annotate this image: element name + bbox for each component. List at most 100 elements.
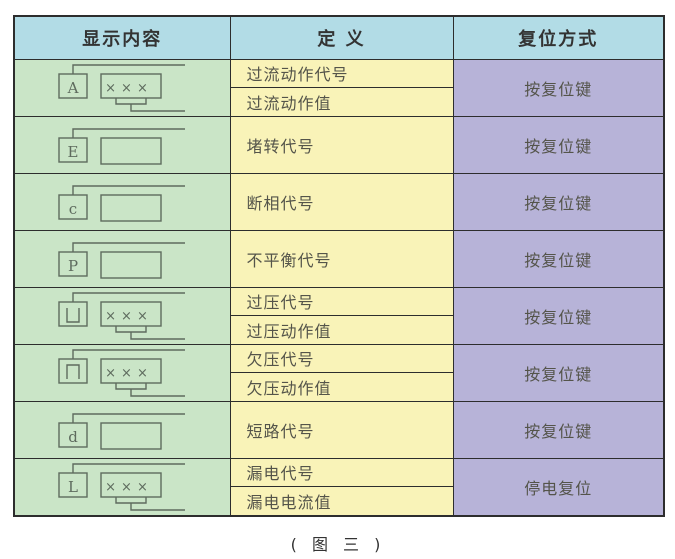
table-row: c 断相代号按复位键 [13, 172, 665, 231]
value-placeholder: ××× [105, 81, 153, 96]
value-box [100, 72, 162, 99]
reset-cell: 按复位键 [452, 115, 665, 174]
value-bracket [115, 97, 147, 105]
display-diagram: c [58, 184, 185, 222]
value-bracket [115, 325, 147, 333]
definition-cell: 欠压代号 [229, 343, 454, 373]
table-row: 欠压动作值 [14, 372, 664, 402]
code-box [58, 357, 88, 384]
callout-line [72, 127, 185, 138]
value-placeholder: ××× [105, 366, 153, 381]
reset-cell: 停电复位 [452, 457, 665, 516]
code-box [58, 421, 88, 448]
code-box [58, 193, 88, 220]
value-box [100, 300, 162, 327]
definition-cell: 过压动作值 [229, 315, 454, 345]
display-cell: ××× [13, 343, 231, 402]
display-cell: E [13, 115, 231, 174]
callout-line [72, 63, 185, 74]
value-callout-line [130, 502, 185, 511]
definition-cell: 堵转代号 [229, 115, 454, 174]
code-box [58, 72, 88, 99]
display-cell: L ××× [13, 457, 231, 516]
display-diagram: ××× [58, 291, 185, 340]
reset-cell: 按复位键 [452, 172, 665, 231]
value-box [100, 136, 162, 165]
value-box [100, 421, 162, 450]
square-cup-symbol [66, 307, 80, 323]
value-placeholder: ××× [105, 309, 153, 324]
table-row: 过压动作值 [14, 315, 664, 345]
value-box [100, 193, 162, 222]
code-symbol: L [68, 478, 78, 496]
definition-cell: 漏电代号 [229, 457, 454, 488]
code-symbol: P [68, 257, 78, 275]
definition-cell: 欠压动作值 [229, 372, 454, 402]
callout-line [72, 462, 185, 473]
code-box [58, 250, 88, 277]
definition-cell: 不平衡代号 [229, 229, 454, 288]
callout-line [72, 291, 185, 302]
definition-cell: 过流动作值 [229, 87, 454, 117]
table-row: d 短路代号按复位键 [13, 400, 665, 459]
table-row: 漏电电流值 [14, 486, 664, 516]
display-cell: c [13, 172, 231, 231]
display-cell: d [13, 400, 231, 459]
reset-cell: 按复位键 [452, 229, 665, 288]
square-cap-symbol [66, 363, 80, 379]
table-row: ××× 欠压代号按复位键 [13, 343, 665, 402]
table-row: A ××× 过流动作代号按复位键 [13, 58, 665, 117]
header-display-content: 显示内容 [13, 15, 231, 60]
code-symbol: d [68, 428, 78, 446]
value-box [100, 471, 162, 498]
callout-line [72, 184, 185, 195]
value-box [100, 250, 162, 279]
display-cell: A ××× [13, 58, 231, 117]
code-box [58, 471, 88, 498]
table-header: 显示内容 定 义 复位方式 [13, 15, 665, 60]
definition-cell: 过流动作代号 [229, 58, 454, 88]
definition-cell: 过压代号 [229, 286, 454, 316]
display-diagram: E [58, 127, 185, 165]
code-symbol: c [69, 200, 77, 218]
table-row: E 堵转代号按复位键 [13, 115, 665, 174]
reset-cell: 按复位键 [452, 343, 665, 402]
code-box [58, 136, 88, 163]
value-bracket [115, 382, 147, 390]
reset-cell: 按复位键 [452, 286, 665, 345]
display-diagram: d [58, 412, 185, 450]
definition-cell: 漏电电流值 [229, 486, 454, 516]
value-box [100, 357, 162, 384]
reset-cell: 按复位键 [452, 400, 665, 459]
callout-line [72, 241, 185, 252]
definition-cell: 短路代号 [229, 400, 454, 459]
display-diagram: P [58, 241, 185, 279]
definition-cell: 断相代号 [229, 172, 454, 231]
table-row: L ××× 漏电代号停电复位 [13, 457, 665, 516]
display-cell: ××× [13, 286, 231, 345]
value-placeholder: ××× [105, 480, 153, 495]
value-callout-line [130, 331, 185, 340]
code-symbol: A [66, 79, 78, 97]
table-row: 过流动作值 [14, 87, 664, 117]
header-definition: 定 义 [229, 15, 454, 60]
display-diagram: ××× [58, 348, 185, 397]
table-row: ××× 过压代号按复位键 [13, 286, 665, 345]
value-callout-line [130, 103, 185, 112]
table-row: P 不平衡代号按复位键 [13, 229, 665, 288]
figure-caption: ( 图 三 ) [290, 535, 386, 554]
display-diagram: L ××× [58, 462, 185, 511]
header-row: 显示内容 定 义 复位方式 [13, 15, 665, 60]
header-reset-method: 复位方式 [452, 15, 665, 60]
callout-line [72, 412, 185, 423]
display-diagram: A ××× [58, 63, 185, 112]
value-callout-line [130, 388, 185, 397]
code-symbol: E [67, 143, 78, 161]
code-box [58, 300, 88, 327]
value-bracket [115, 496, 147, 504]
display-cell: P [13, 229, 231, 288]
reset-cell: 按复位键 [452, 58, 665, 117]
